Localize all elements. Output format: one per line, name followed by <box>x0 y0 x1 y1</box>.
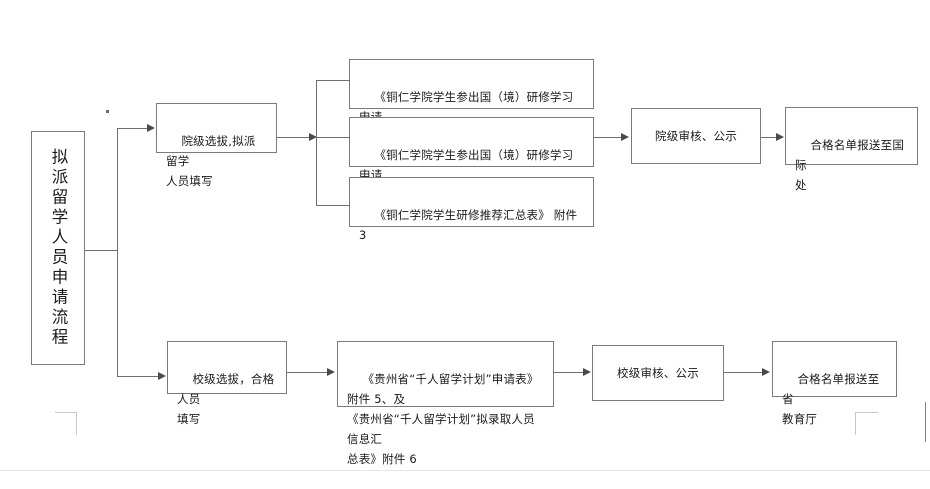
arrowhead-to-college-review <box>621 132 629 141</box>
arrowhead-to-college-report <box>776 132 784 141</box>
crop-mark-bottom-left <box>55 412 77 435</box>
arrowhead-to-college-select <box>147 123 155 132</box>
node-school-review: 校级审核、公示 <box>592 345 724 401</box>
arrowhead-to-school-report <box>762 367 770 376</box>
connector-school-select-to-forms <box>287 372 328 373</box>
node-province-forms: 《贵州省“千人留学计划”申请表》附件 5、及 《贵州省“千人留学计划”拟录取人员… <box>337 341 554 466</box>
arrowhead-to-attachment-bus <box>309 132 317 141</box>
connector-attachments-to-college-review <box>594 137 622 138</box>
node-college-review-label: 院级审核、公示 <box>655 129 737 143</box>
connector-split-bus <box>117 128 118 376</box>
flowchart-canvas: 拟派留学人员申请流程 院级选拔,拟派留学 人员填写 《铜仁学院学生参出国（境）研… <box>0 59 930 471</box>
connector-college-select-out <box>277 137 310 138</box>
arrowhead-to-province-forms <box>327 367 335 376</box>
connector-bus-to-college-select <box>117 128 149 129</box>
node-school-report: 合格名单报送至省 教育厅 <box>772 341 897 426</box>
node-province-forms-label: 《贵州省“千人留学计划”申请表》附件 5、及 《贵州省“千人留学计划”拟录取人员… <box>347 372 539 466</box>
arrowhead-to-school-review <box>583 367 591 376</box>
page-edge-mark-right <box>925 402 927 442</box>
arrowhead-to-school-select <box>158 371 166 380</box>
node-attachment-3: 《铜仁学院学生研修推荐汇总表》 附件 3 <box>349 177 594 242</box>
crop-mark-bottom-right <box>855 412 878 435</box>
connector-school-review-to-report <box>724 372 763 373</box>
footer-rule <box>0 470 930 471</box>
node-school-report-label: 合格名单报送至省 教育厅 <box>782 372 880 426</box>
connector-college-review-to-report <box>761 137 777 138</box>
process-title-text: 拟派留学人员申请流程 <box>49 148 68 348</box>
node-college-report-label: 合格名单报送至国际 处 <box>795 138 905 192</box>
connector-bus-to-attachment-3 <box>316 205 350 206</box>
connector-bus-to-attachment-2 <box>316 137 350 138</box>
node-school-review-label: 校级审核、公示 <box>617 366 699 380</box>
connector-bus-to-attachment-1 <box>316 80 350 81</box>
node-attachment-3-label: 《铜仁学院学生研修推荐汇总表》 附件 3 <box>359 208 582 242</box>
stray-dot-mark <box>106 110 109 113</box>
node-school-select: 校级选拔，合格人员 填写 <box>167 341 287 426</box>
connector-title-out <box>85 250 118 251</box>
node-college-report: 合格名单报送至国际 处 <box>785 107 918 192</box>
connector-forms-to-school-review <box>554 372 584 373</box>
connector-attachment-bus <box>316 80 317 205</box>
node-attachment-2: 《铜仁学院学生参出国（境）研修学习申请 表》附件 2 <box>349 117 594 202</box>
process-title-box: 拟派留学人员申请流程 <box>31 131 85 365</box>
connector-bus-to-school-select <box>117 376 159 377</box>
node-college-review: 院级审核、公示 <box>631 108 761 164</box>
node-school-select-label: 校级选拔，合格人员 填写 <box>177 372 275 426</box>
node-college-select-label: 院级选拔,拟派留学 人员填写 <box>166 134 256 188</box>
node-college-select: 院级选拔,拟派留学 人员填写 <box>156 103 277 188</box>
node-attachment-1: 《铜仁学院学生参出国（境）研修学习申请 表》附件 1 <box>349 59 594 144</box>
